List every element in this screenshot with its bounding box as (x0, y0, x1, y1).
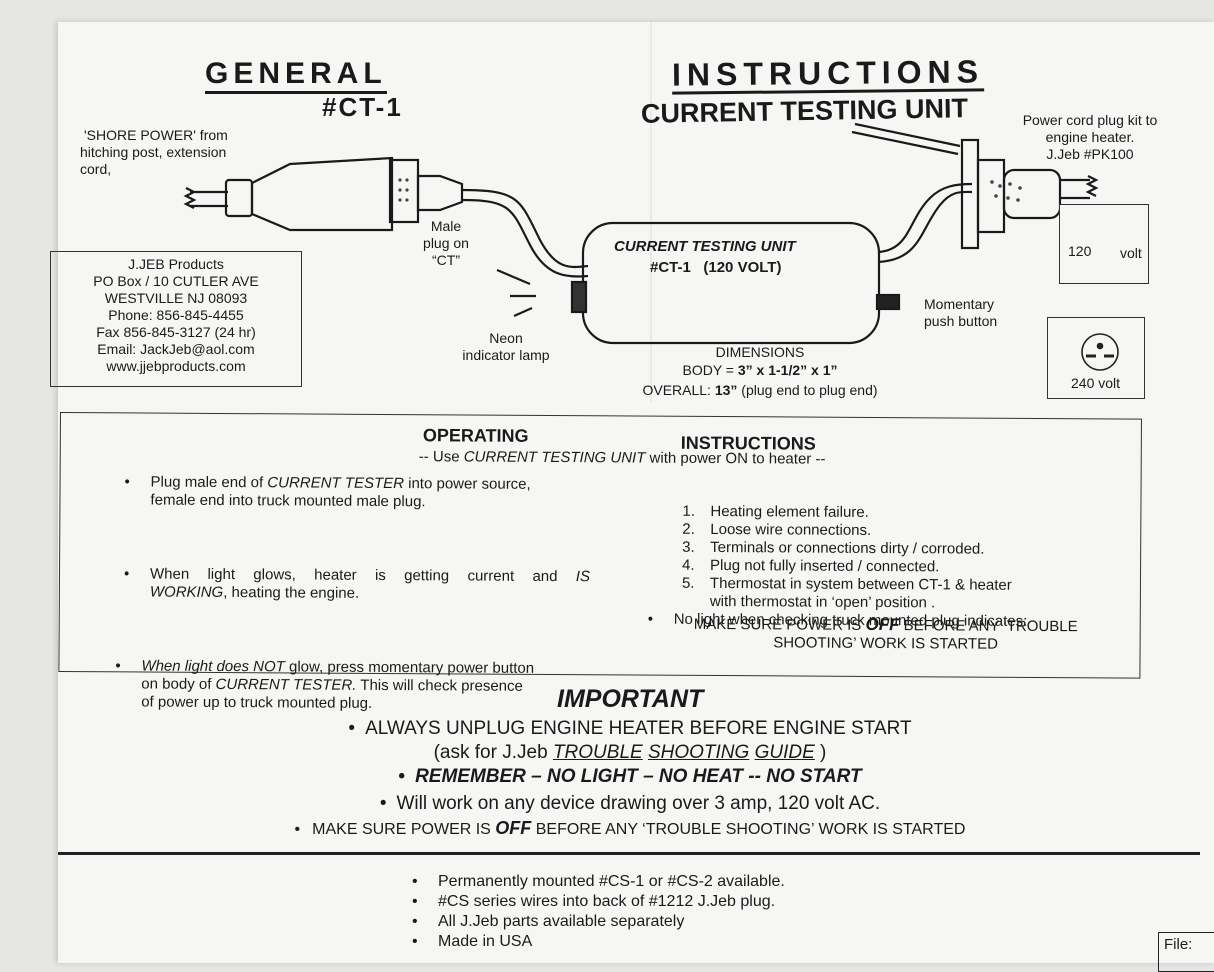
title-current-testing-unit: CURRENT TESTING UNIT (640, 93, 969, 129)
cord-end-right (1085, 175, 1099, 197)
company-name: J.JEB Products (128, 256, 224, 272)
neon-ray (513, 306, 533, 318)
causes-list: 1.Heating element failure. 2.Loose wire … (682, 503, 1103, 614)
plug-kit-body (976, 158, 1006, 234)
outlet-240-icon (1081, 333, 1119, 371)
outlet-240-label: 240 volt (1071, 375, 1121, 391)
unit-model-line: #CT-1 (120 VOLT) (650, 259, 782, 276)
outlet-120-box: 120 volt (1059, 204, 1149, 284)
dimensions-block: DIMENSIONS BODY = 3” x 1-1/2” x 1” OVERA… (642, 344, 878, 398)
momentary-label: Momentary push button (924, 296, 998, 329)
file-label-box: File: (1158, 932, 1214, 972)
footer-list: Permanently mounted #CS-1 or #CS-2 avail… (408, 872, 785, 952)
bullet-light-not-glow: When light does NOT glow, press momentar… (141, 658, 591, 715)
left-plug-collar (224, 178, 254, 218)
shore-power-label: 'SHORE POWER' from hitching post, extens… (80, 127, 228, 177)
neon-ray (496, 268, 531, 286)
address-box: J.JEB Products PO Box / 10 CUTLER AVE WE… (50, 251, 302, 387)
phone: Phone: 856-845-4455 (108, 307, 244, 323)
street-address: PO Box / 10 CUTLER AVE (93, 273, 259, 289)
fax: Fax 856-845-3127 (24 hr) (96, 324, 256, 340)
operating-instructions-box: OPERATING INSTRUCTIONS -- Use CURRENT TE… (58, 412, 1142, 712)
male-plug (416, 174, 464, 212)
important-any-device: •Will work on any device drawing over 3 … (379, 793, 881, 814)
website: www.jjebproducts.com (106, 358, 246, 374)
divider-line (58, 852, 1200, 855)
important-ask-guide: (ask for J.Jeb TROUBLE SHOOTING GUIDE ) (433, 742, 827, 763)
left-plug-grip (388, 158, 420, 224)
important-power-off: •MAKE SURE POWER IS OFF BEFORE ANY ‘TROU… (294, 818, 966, 838)
paper-fold (650, 22, 652, 402)
momentary-push-button (875, 293, 901, 311)
file-label: File: (1164, 936, 1193, 953)
power-cord-label: Power cord plug kit to engine heater. J.… (1022, 112, 1158, 162)
important-unplug: •ALWAYS UNPLUG ENGINE HEATER BEFORE ENGI… (348, 718, 912, 739)
title-instructions: INSTRUCTIONS (671, 53, 985, 95)
bullet-plug-male: Plug male end of CURRENT TESTER into pow… (150, 474, 590, 513)
footer-item: Permanently mounted #CS-1 or #CS-2 avail… (412, 872, 785, 892)
make-sure-warning: MAKE SURE POWER IS OFF BEFORE ANY ‘TROUB… (693, 614, 1078, 653)
outlet-volt-label: volt (1120, 245, 1142, 261)
left-plug-body (250, 156, 394, 232)
important-remember: •REMEMBER – NO LIGHT – NO HEAT -- NO STA… (398, 766, 862, 787)
email: Email: JackJeb@aol.com (97, 341, 255, 357)
outlet-120-label: 120 (1068, 243, 1092, 259)
outlet-240-box: 240 volt (1047, 317, 1145, 399)
use-instruction: -- Use CURRENT TESTING UNIT with power O… (418, 448, 826, 468)
cause-item-continued: with thermostat in ‘open’ position . (709, 592, 936, 612)
title-model: #CT-1 (322, 92, 403, 122)
operating-heading: OPERATING (422, 425, 529, 446)
plug-kit-flange (960, 138, 980, 250)
footer-item: #CS series wires into back of #1212 J.Je… (412, 892, 785, 912)
neon-lamp (570, 280, 588, 314)
city-state-zip: WESTVILLE NJ 08093 (104, 290, 248, 306)
plug-kit-wire (851, 122, 961, 156)
bullet-light-glows: When light glows, heater is getting curr… (150, 566, 590, 605)
male-plug-label: Male plug on “CT” (423, 218, 469, 268)
footer-item: Made in USA (412, 932, 785, 952)
title-general: GENERAL (205, 58, 387, 94)
unit-title: CURRENT TESTING UNIT (614, 238, 796, 255)
cord-left (461, 188, 589, 269)
footer-item: All J.Jeb parts available separately (412, 912, 785, 932)
plug-kit-receptacle (1002, 168, 1062, 220)
neon-label: Neon indicator lamp (462, 330, 550, 363)
important-heading: IMPORTANT (557, 685, 704, 713)
